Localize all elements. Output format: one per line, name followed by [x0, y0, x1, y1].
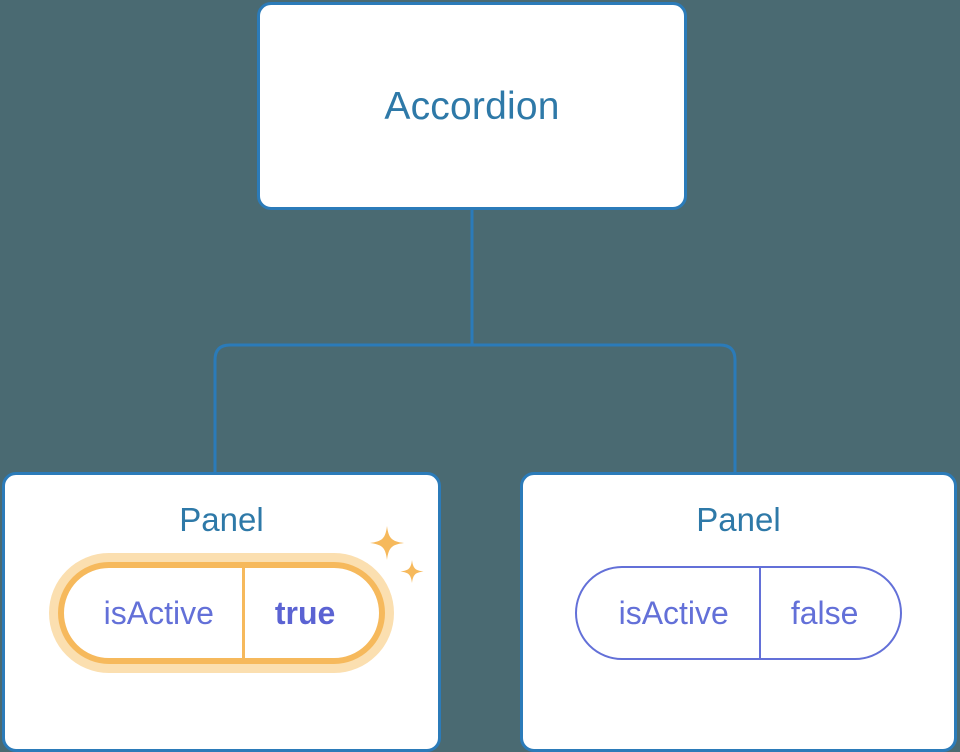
prop-key: isActive	[103, 595, 214, 631]
prop-pill-wrapper: isActive true	[57, 526, 424, 664]
node-title: Panel	[179, 501, 264, 538]
prop-pill-isactive[interactable]: isActive false	[574, 566, 903, 660]
prop-pill-isactive[interactable]: isActive true	[57, 562, 386, 664]
tree-node-panel-active[interactable]: Panel isActive true	[2, 472, 441, 752]
sparkle-large-icon	[370, 526, 405, 560]
tree-node-accordion[interactable]: Accordion	[257, 2, 687, 210]
tree-node-panel-inactive[interactable]: Panel isActive false	[520, 472, 957, 752]
sparkle-small-icon	[400, 560, 424, 583]
prop-value: false	[758, 568, 901, 658]
prop-key: isActive	[618, 595, 729, 631]
prop-pill-wrapper: isActive false	[574, 566, 903, 660]
prop-value: true	[241, 568, 379, 658]
node-title: Panel	[696, 501, 781, 538]
node-title: Accordion	[384, 84, 560, 128]
